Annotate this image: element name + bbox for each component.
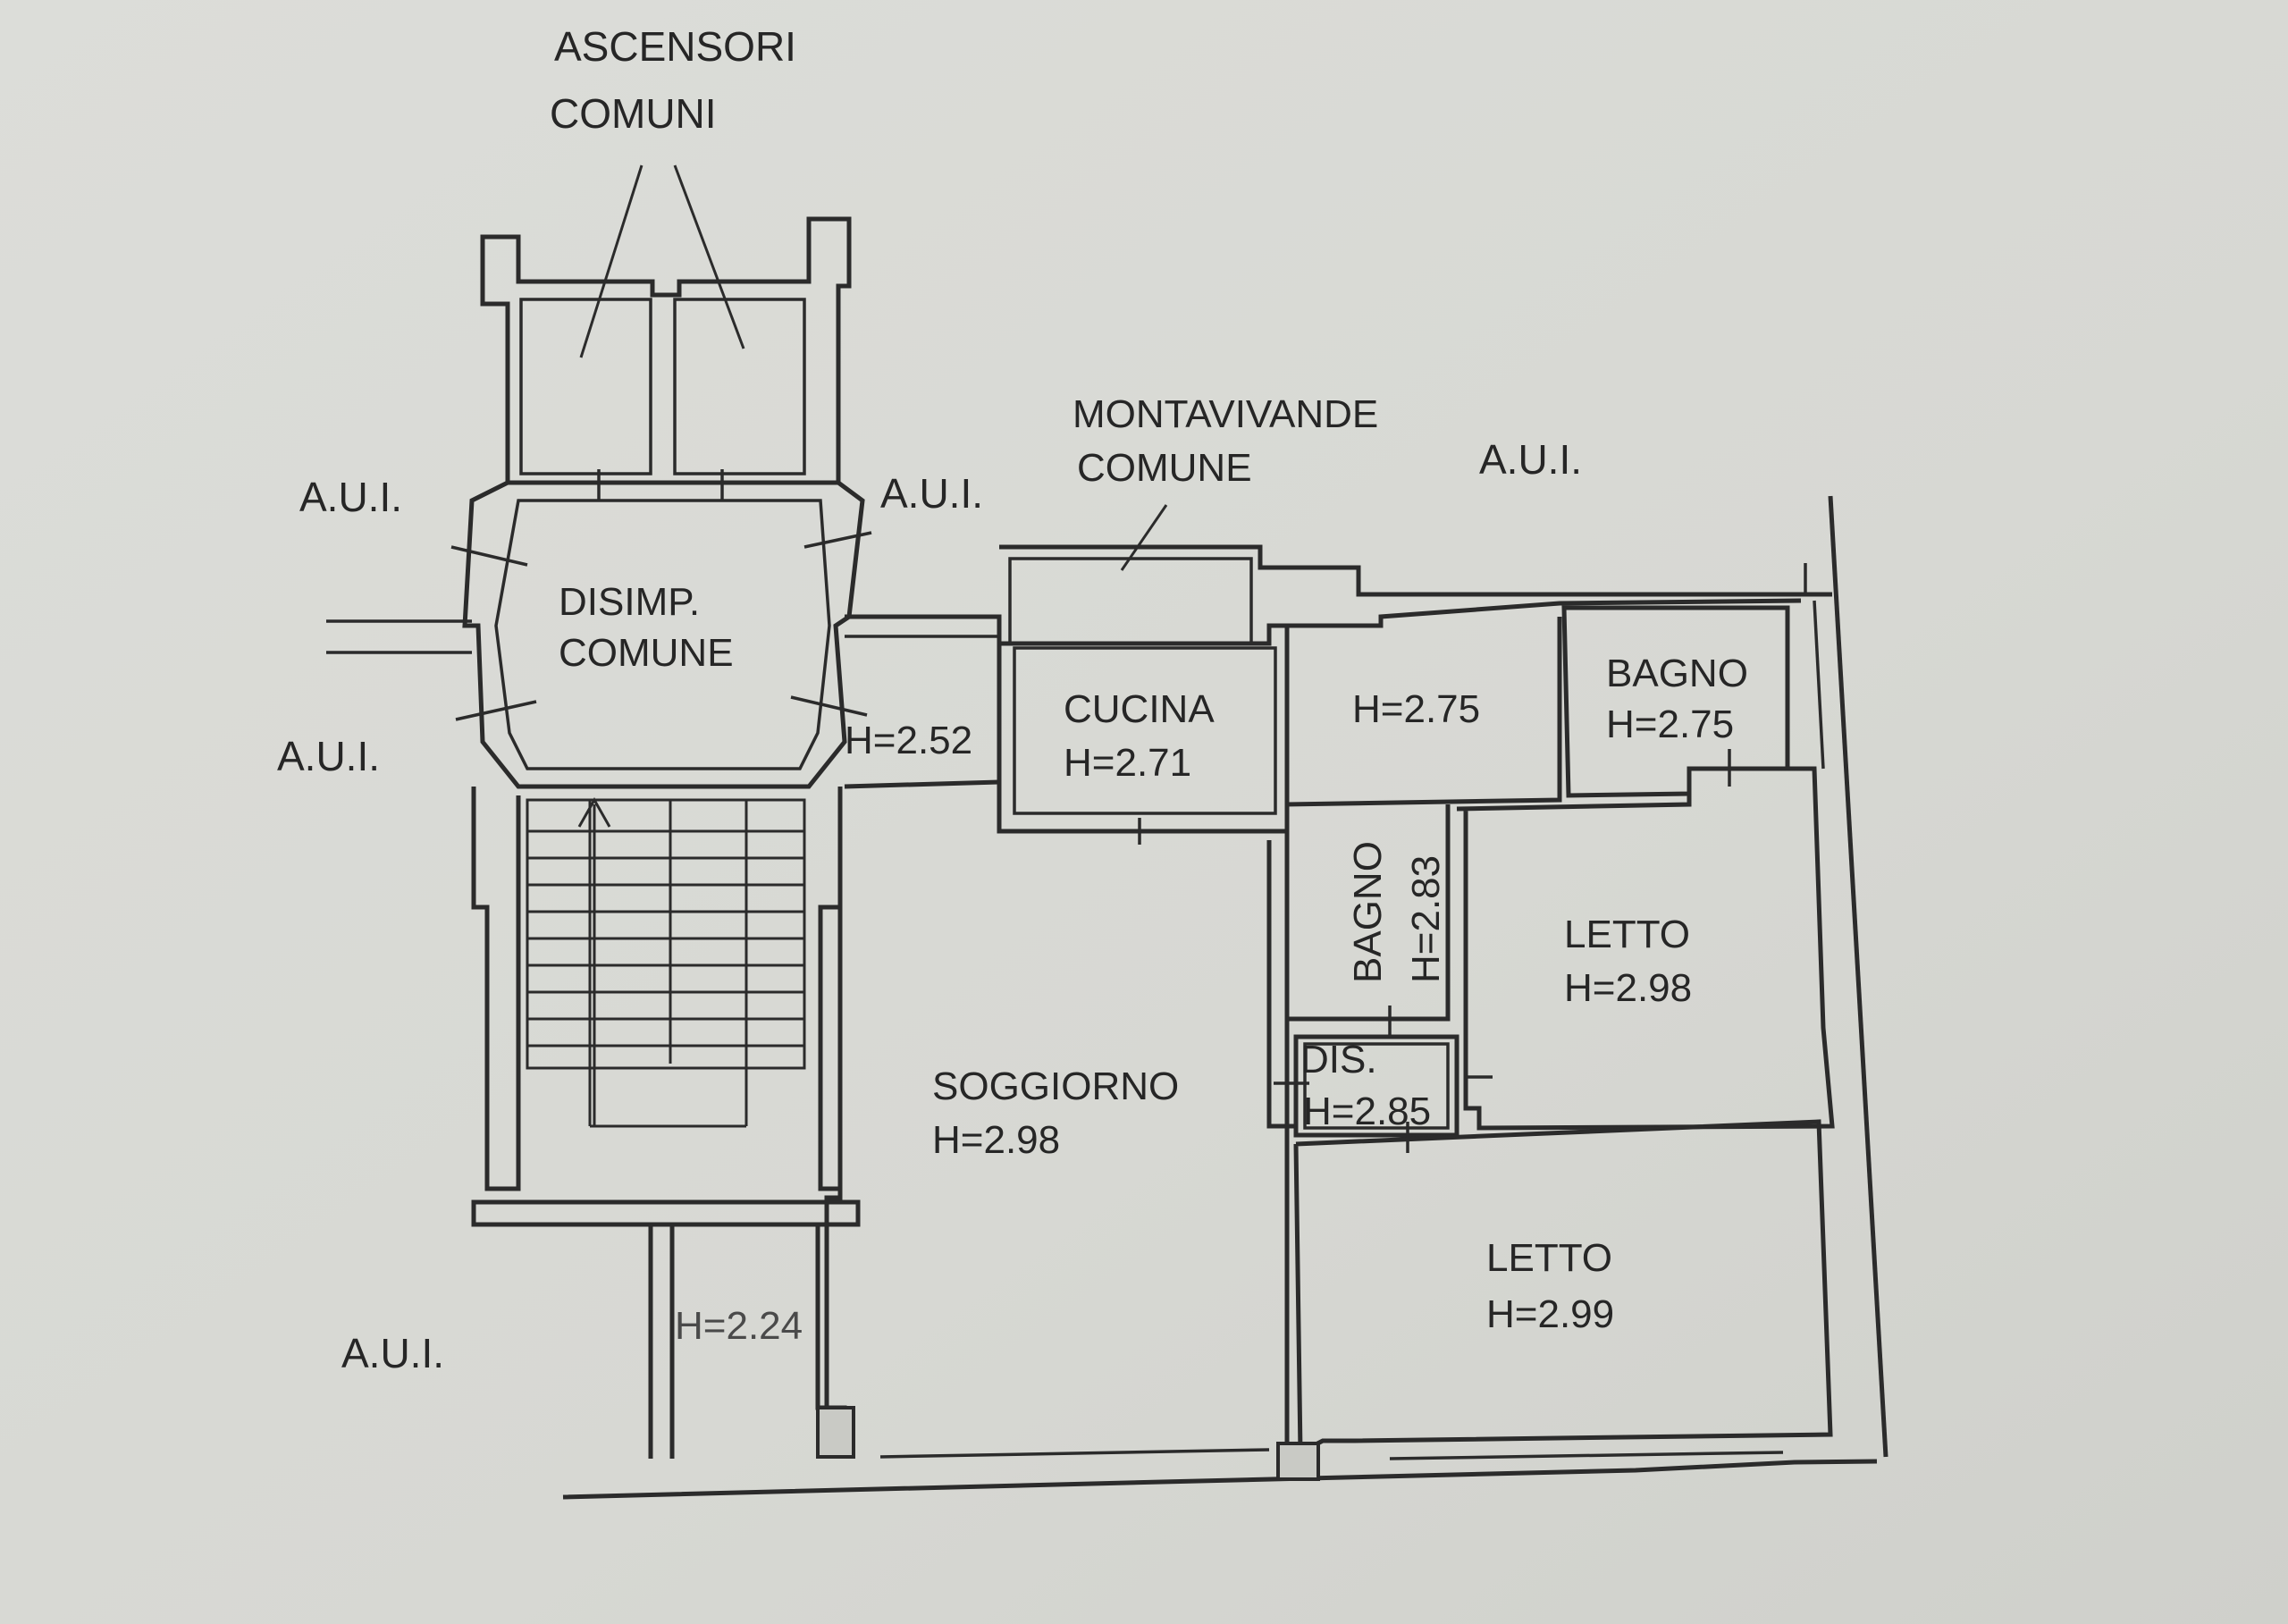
bedroom1-name: LETTO: [1564, 913, 1690, 956]
bedroom1-height: H=2.98: [1564, 966, 1692, 1010]
dis-height: H=2.85: [1303, 1090, 1431, 1133]
label-disimp: DISIMP.: [559, 580, 700, 624]
bathroom2-name: BAGNO: [1346, 841, 1390, 983]
outer-wall-right: [1828, 495, 1888, 1458]
leader-ascensori-left: [579, 164, 644, 358]
bedroom2-name: LETTO: [1486, 1236, 1612, 1280]
elevator-shaft-right: [673, 298, 806, 475]
bedroom2-height: H=2.99: [1486, 1292, 1614, 1336]
kitchen: [1013, 646, 1277, 815]
corridor-height: H=2.52: [845, 719, 972, 762]
small-room-height: H=2.24: [675, 1304, 803, 1348]
room-height-275: H=2.75: [1352, 687, 1480, 731]
living-room-height: H=2.98: [932, 1118, 1060, 1162]
disimpegno: [1293, 1034, 1459, 1138]
label-aui-top-mid: A.U.I.: [880, 470, 983, 517]
label-comuni: COMUNI: [550, 90, 717, 137]
label-montavivande-comune: COMUNE: [1077, 446, 1252, 490]
staircase: [471, 787, 861, 1227]
leader-montavivande: [1120, 504, 1168, 571]
common-hall: [450, 480, 872, 789]
dis-name: DIS.: [1300, 1038, 1377, 1081]
bathroom2-height: H=2.83: [1404, 855, 1448, 983]
bathroom1-name: BAGNO: [1606, 652, 1748, 695]
label-aui-top-right: A.U.I.: [1479, 436, 1582, 483]
label-aui-bottom-left: A.U.I.: [341, 1330, 444, 1376]
label-ascensori: ASCENSORI: [554, 23, 796, 70]
label-montavivande: MONTAVIVANDE: [1072, 392, 1378, 436]
apartment: [562, 598, 1878, 1500]
elevator-block: [480, 216, 852, 501]
label-disimp-comune: COMUNE: [559, 631, 734, 675]
kitchen-height: H=2.71: [1064, 741, 1191, 785]
label-aui-top-left: A.U.I.: [299, 474, 402, 520]
living-room-name: SOGGIORNO: [932, 1064, 1179, 1108]
elevator-shaft-left: [519, 298, 652, 475]
bathroom1-height: H=2.75: [1606, 703, 1734, 746]
leader-ascensori-right: [673, 164, 745, 349]
label-aui-mid-left: A.U.I.: [277, 733, 380, 779]
kitchen-name: CUCINA: [1064, 687, 1215, 731]
